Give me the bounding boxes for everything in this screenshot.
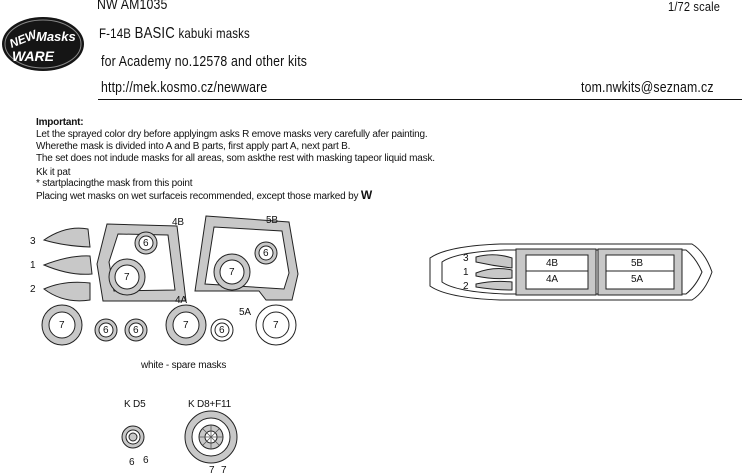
canopy-label-5b: 5B xyxy=(631,258,643,269)
compatibility-text: for Academy no.12578 and other kits xyxy=(101,53,308,70)
wheel-kd8-shape xyxy=(184,410,238,464)
canopy-label-5a: 5A xyxy=(631,274,643,285)
row-circle-6a-shape xyxy=(94,318,118,342)
panel-5-shape xyxy=(194,215,299,301)
sheet-label-4b: 4B xyxy=(172,217,184,228)
instruction-line-4: Kk it pat xyxy=(36,167,71,178)
instruction-line-5: * startplacingthe mask from this point xyxy=(36,178,193,189)
canopy-label-1: 1 xyxy=(463,267,469,278)
spare-masks-caption: white - spare masks xyxy=(141,360,227,371)
row-circle-7b-label: 7 xyxy=(183,320,189,331)
title-prefix: F-14B xyxy=(99,25,132,41)
sheet-label-3: 3 xyxy=(30,236,36,247)
panel-4-shape xyxy=(96,223,187,302)
wheel-kd5-shape xyxy=(121,425,145,449)
sheet-circle-6b-label: 6 xyxy=(263,248,269,259)
row-circle-7a-shape xyxy=(41,304,83,346)
row-circle-7c-label: 7 xyxy=(273,320,279,331)
sheet-label-1: 1 xyxy=(30,260,36,271)
scale-label: 1/72 scale xyxy=(668,0,721,14)
instruction-line-1: Let the sprayed color dry before applyin… xyxy=(36,129,428,140)
mask-3-shape xyxy=(42,227,91,248)
sheet-circle-6a-shape xyxy=(134,231,158,255)
sheet-circle-7a-shape xyxy=(108,258,146,296)
wheel-kd8-number-2: 7 xyxy=(221,465,227,476)
email-link[interactable]: tom.nwkits@seznam.cz xyxy=(581,79,714,96)
header-divider xyxy=(98,99,742,100)
product-title: F-14B BASIC kabuki masks xyxy=(99,25,250,43)
sheet-label-2: 2 xyxy=(30,284,36,295)
mask-1-shape xyxy=(42,255,93,275)
row-circle-6c-shape xyxy=(210,318,234,342)
row-circle-7a-label: 7 xyxy=(59,320,65,331)
instruction-line-3: The set does not indude masks for all ar… xyxy=(36,153,435,164)
wheel-kd5-number-1: 6 xyxy=(129,457,135,468)
website-link[interactable]: http://mek.kosmo.cz/newware xyxy=(101,79,268,96)
canopy-label-2: 2 xyxy=(463,281,469,292)
canopy-label-3: 3 xyxy=(463,253,469,264)
row-circle-6a-label: 6 xyxy=(103,325,109,336)
canopy-label-4b: 4B xyxy=(546,258,558,269)
logo-text-ware: WARE xyxy=(12,48,54,64)
product-code: NW AM1035 xyxy=(97,0,168,13)
title-basic: BASIC xyxy=(134,25,175,42)
wheel-kd8-label: K D8+F11 xyxy=(188,399,231,410)
title-suffix: kabuki masks xyxy=(178,25,250,41)
instruction-line-6-text: Placing wet masks on wet surfaceis recom… xyxy=(36,191,359,202)
sheet-label-5a: 5A xyxy=(239,307,251,318)
mask-2-shape xyxy=(43,281,91,302)
row-circle-7b-shape xyxy=(165,304,207,346)
new-ware-logo xyxy=(2,17,84,71)
sheet-circle-6b-shape xyxy=(254,241,278,265)
instruction-line-2: Wherethe mask is divided into A and B pa… xyxy=(36,141,351,152)
sheet-circle-7b-label: 7 xyxy=(229,267,235,278)
sheet-label-4a: 4A xyxy=(175,295,187,306)
wheel-kd5-label: K D5 xyxy=(124,399,146,410)
sheet-circle-6a-label: 6 xyxy=(143,238,149,249)
wet-mark-symbol: W xyxy=(360,188,372,202)
canopy-label-4a: 4A xyxy=(546,274,558,285)
canopy-diagram xyxy=(429,243,713,301)
instructions-heading: Important: xyxy=(36,117,84,128)
row-circle-6b-label: 6 xyxy=(133,325,139,336)
sheet-label-5b: 5B xyxy=(266,215,278,226)
wheel-kd5-number-2: 6 xyxy=(143,455,149,466)
wheel-kd8-number-1: 7 xyxy=(209,465,215,476)
instruction-line-6: Placing wet masks on wet surfaceis recom… xyxy=(36,188,372,202)
sheet-circle-7a-label: 7 xyxy=(124,272,130,283)
logo-text-masks: Masks xyxy=(36,29,76,44)
sheet-circle-7b-shape xyxy=(213,253,251,291)
row-circle-7c-shape xyxy=(255,304,297,346)
row-circle-6c-label: 6 xyxy=(219,325,225,336)
row-circle-6b-shape xyxy=(124,318,148,342)
